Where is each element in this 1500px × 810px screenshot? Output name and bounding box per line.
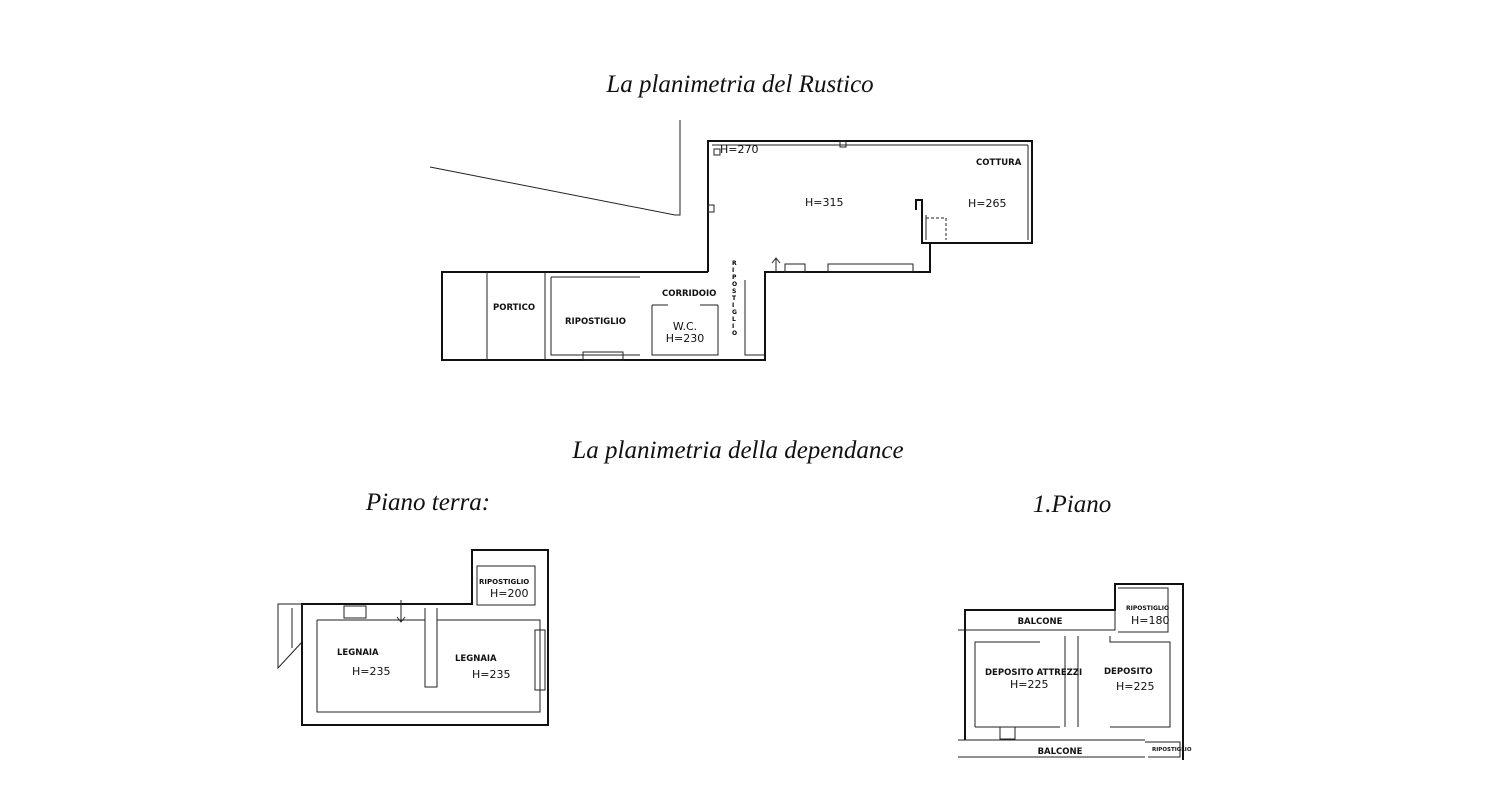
svg-text:L: L — [732, 316, 736, 323]
label-portico: PORTICO — [493, 303, 535, 313]
svg-text:R: R — [732, 260, 737, 267]
svg-text:T: T — [732, 295, 737, 302]
label-h315: H=315 — [805, 196, 843, 209]
svg-text:I: I — [732, 267, 734, 274]
label-h270: H=270 — [720, 143, 758, 156]
svg-text:S: S — [732, 288, 736, 295]
plan-rustico: H=270 H=315 COTTURA H=265 PORTICO RIPOST… — [429, 120, 1033, 361]
label-corridoio: CORRIDOIO — [662, 289, 716, 299]
title-dependance: La planimetria della dependance — [571, 437, 903, 464]
label-deposito-attrezzi: DEPOSITO ATTREZZI — [985, 668, 1082, 678]
title-piano-terra: Piano terra: — [365, 489, 490, 516]
label-h200: H=200 — [490, 587, 528, 600]
label-ripostiglio: RIPOSTIGLIO — [479, 578, 529, 586]
label-balcone-top: BALCONE — [1018, 617, 1063, 627]
label-ripostiglio-vertical: R I P O S T I G L I O — [732, 260, 737, 337]
label-wc: W.C. — [673, 320, 697, 333]
svg-text:I: I — [732, 302, 734, 309]
svg-text:P: P — [732, 274, 737, 281]
label-h180: H=180 — [1131, 614, 1169, 627]
svg-text:I: I — [732, 323, 734, 330]
label-h230: H=230 — [666, 332, 704, 345]
entrance-arrow-icon — [771, 257, 781, 272]
label-legnaia-1: LEGNAIA — [337, 648, 379, 658]
label-cottura: COTTURA — [976, 158, 1022, 168]
label-legnaia-2: LEGNAIA — [455, 654, 497, 664]
plan-primo-piano: BALCONE RIPOSTIGLIO H=180 DEPOSITO ATTRE… — [958, 583, 1192, 760]
title-rustico: La planimetria del Rustico — [605, 71, 873, 98]
entrance-arrow-icon — [396, 600, 406, 623]
svg-text:O: O — [732, 281, 737, 288]
plan-piano-terra: RIPOSTIGLIO H=200 LEGNAIA H=235 LEGNAIA … — [277, 549, 549, 726]
label-h225-2: H=225 — [1116, 680, 1154, 693]
title-primo-piano: 1.Piano — [1033, 491, 1111, 518]
label-balcone-bottom: BALCONE — [1038, 747, 1083, 757]
svg-text:G: G — [732, 309, 737, 316]
svg-text:O: O — [732, 330, 737, 337]
label-ripostiglio-small: RIPOSTIGLIO — [1152, 747, 1192, 753]
label-h235-2: H=235 — [472, 668, 510, 681]
label-ripostiglio: RIPOSTIGLIO — [565, 317, 626, 327]
label-h265: H=265 — [968, 197, 1006, 210]
label-h235-1: H=235 — [352, 665, 390, 678]
label-h225-1: H=225 — [1010, 678, 1048, 691]
label-deposito: DEPOSITO — [1104, 667, 1153, 677]
label-ripostiglio: RIPOSTIGLIO — [1126, 605, 1169, 612]
